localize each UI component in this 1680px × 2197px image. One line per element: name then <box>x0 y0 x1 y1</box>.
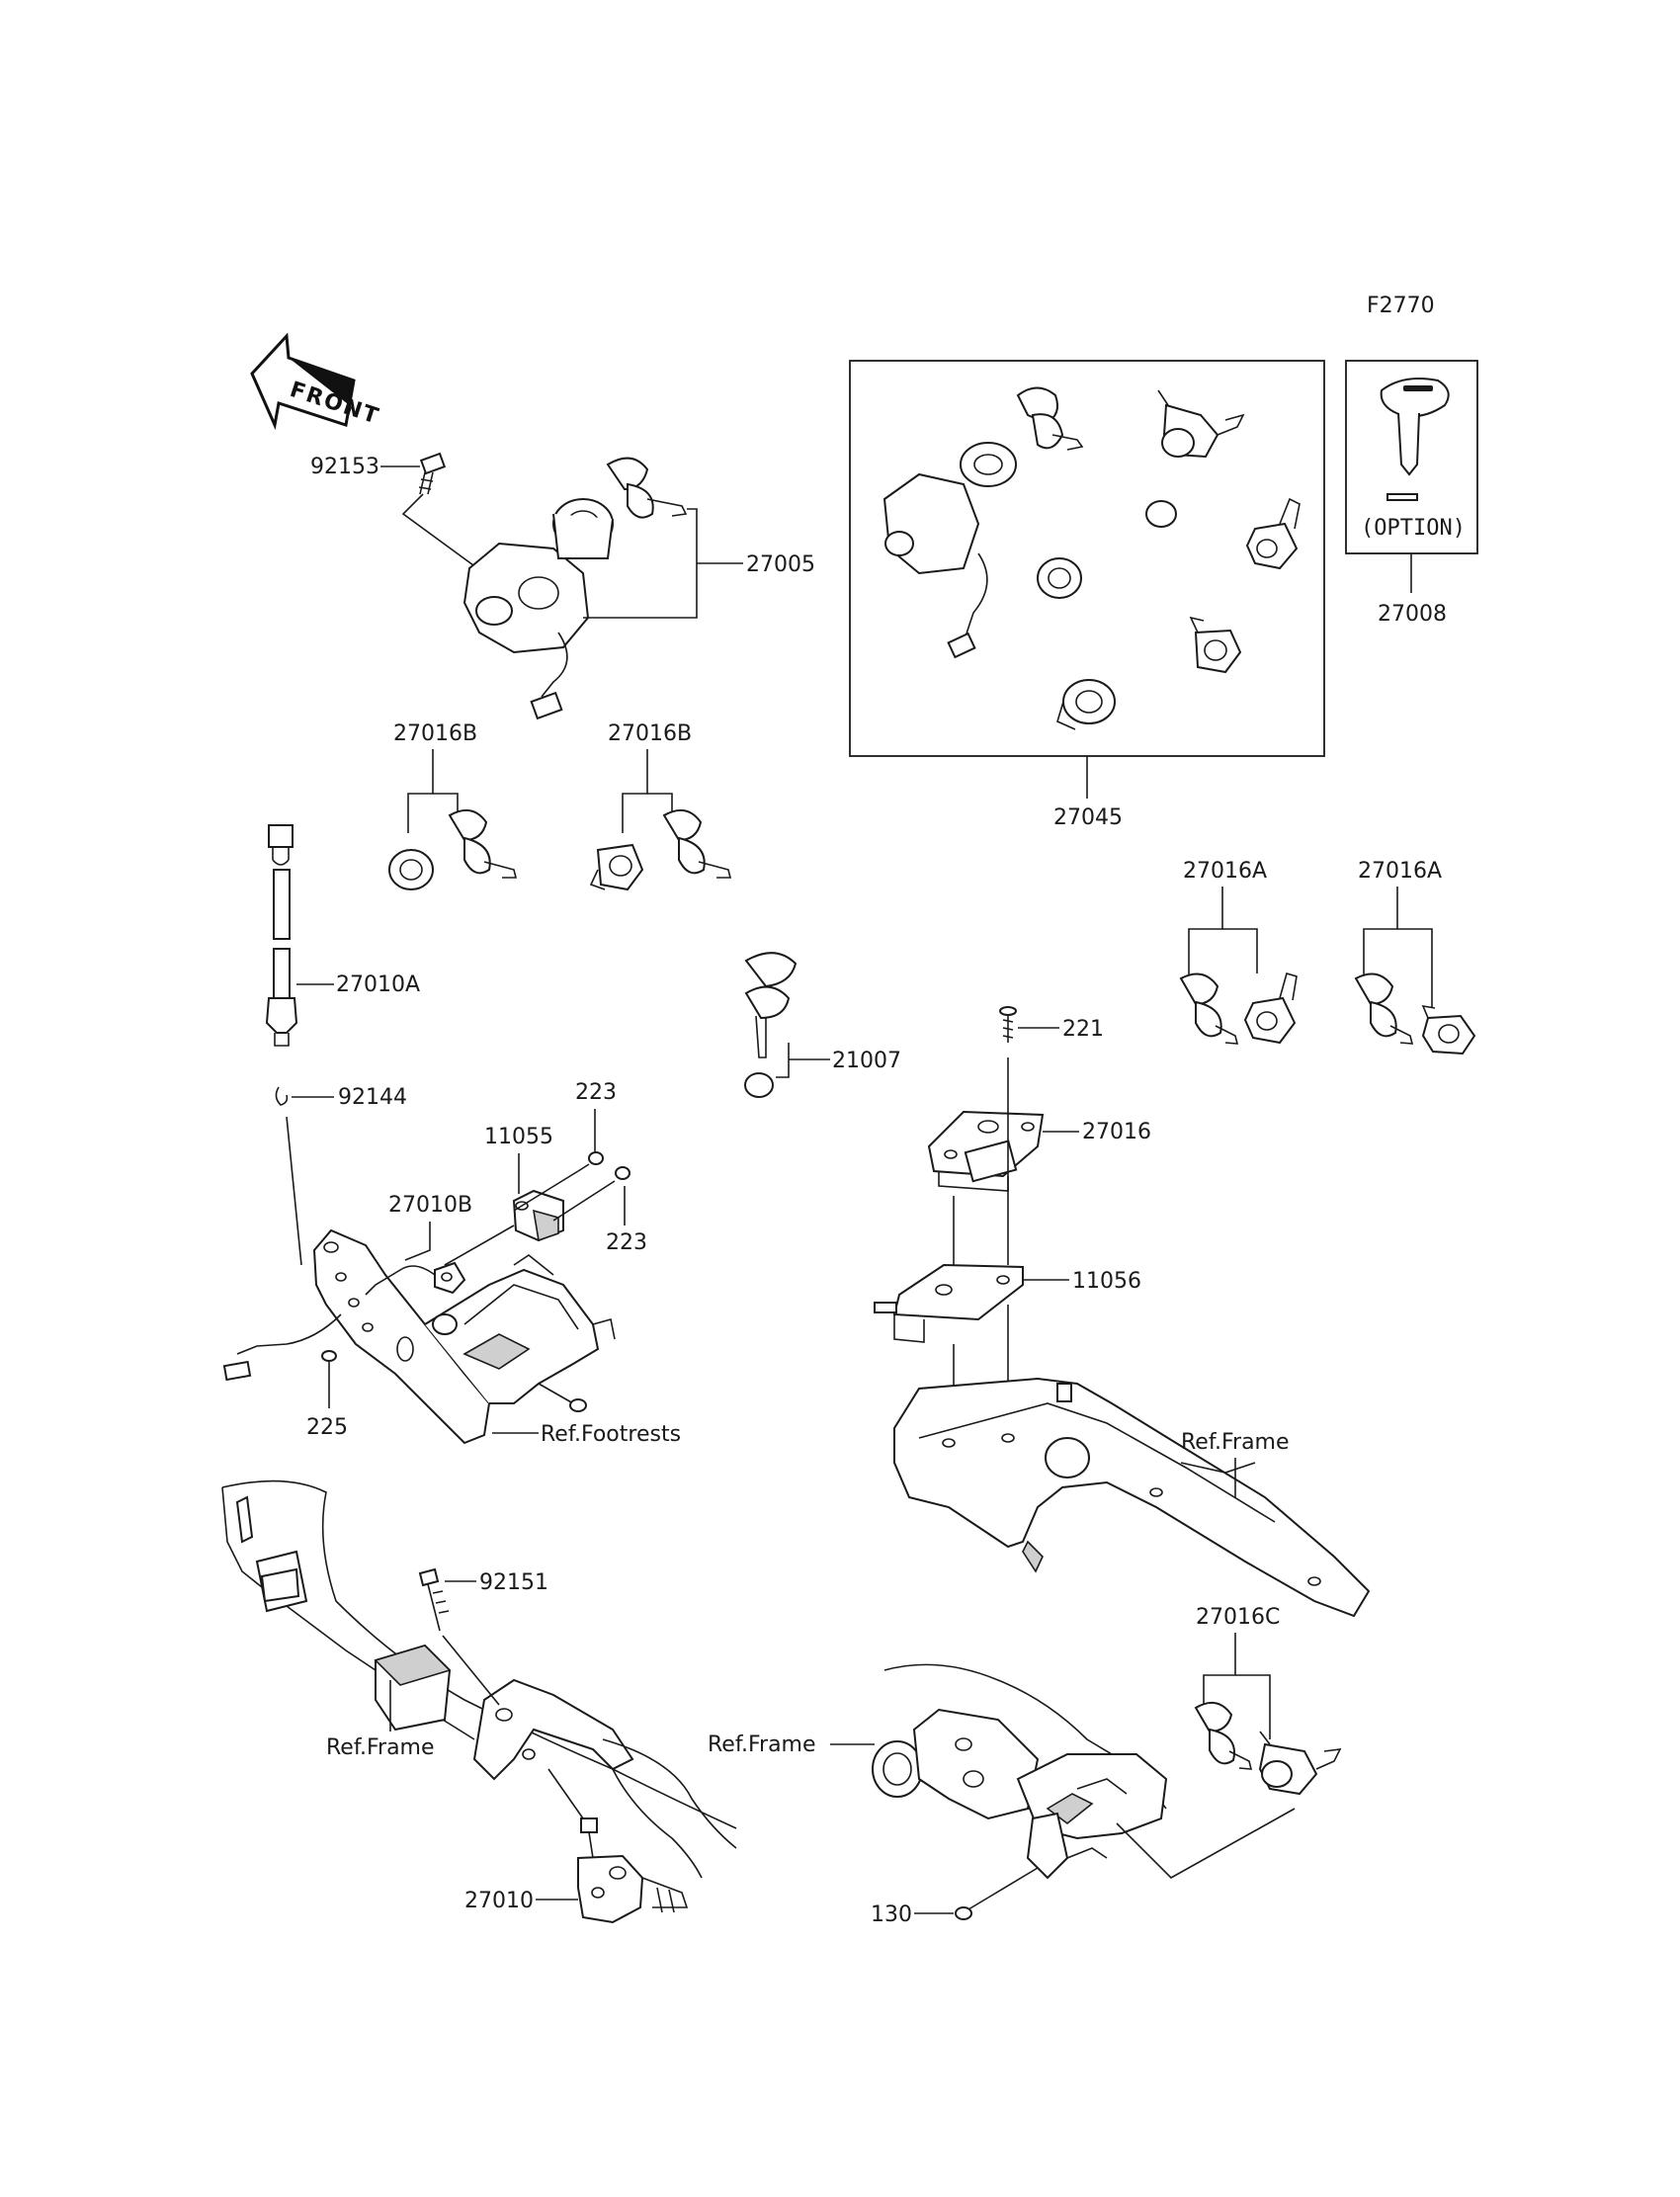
sensor-27010b-illustration <box>365 1261 466 1296</box>
part-label-27005: 27005 <box>746 552 815 577</box>
wire-harness-27010b-illustration <box>222 1313 342 1382</box>
part-label-92153: 92153 <box>310 455 379 479</box>
switch-27010-illustration <box>577 1817 689 1924</box>
part-label-27016a-2: 27016A <box>1358 859 1442 884</box>
key-27016a-2-illustration <box>1354 972 1414 1045</box>
part-label-27016a-1: 27016A <box>1183 859 1267 884</box>
part-label-11055: 11055 <box>484 1125 553 1149</box>
kit-key-illustration <box>1016 386 1084 451</box>
cylinder-27016b-2-illustration <box>589 843 644 891</box>
part-label-27016b-2: 27016B <box>608 721 692 746</box>
footrest-bracket-illustration <box>312 1228 616 1445</box>
part-label-27016b-1: 27016B <box>393 721 477 746</box>
part-label-21007: 21007 <box>832 1049 901 1073</box>
lower-right-frame-illustration <box>872 1663 1168 1880</box>
part-label-92151: 92151 <box>479 1570 548 1595</box>
part-label-27010: 27010 <box>464 1889 534 1913</box>
key-icon <box>1380 378 1450 501</box>
ref-frame-label-3: Ref.Frame <box>708 1732 816 1757</box>
rear-frame-illustration <box>893 1377 1371 1618</box>
kit-ignition-switch-illustration <box>882 442 1017 659</box>
part-label-130: 130 <box>871 1902 912 1927</box>
kit-cylinder-illustration-3 <box>1056 679 1116 730</box>
part-label-27016c: 27016C <box>1196 1605 1280 1630</box>
front-arrow-icon: FRONT <box>250 332 382 431</box>
lock-bracket-27016-illustration <box>927 1110 1045 1192</box>
cylinder-27016b-1-illustration <box>388 849 434 890</box>
part-label-27010b: 27010B <box>388 1193 472 1218</box>
kit-seat-lock-illustration <box>1157 389 1245 459</box>
key-27016a-1-illustration <box>1179 972 1239 1045</box>
part-label-27008: 27008 <box>1378 602 1447 627</box>
screw-223-2-illustration <box>615 1166 630 1180</box>
key-27016b-2-illustration <box>662 808 732 879</box>
bolt-225-illustration <box>321 1350 337 1408</box>
key-27005-illustration <box>606 457 688 519</box>
part-label-225: 225 <box>306 1415 348 1440</box>
figure-code: F2770 <box>1367 294 1435 318</box>
part-label-27016: 27016 <box>1082 1120 1151 1144</box>
cylinder-27016a-2-illustration <box>1421 1004 1476 1056</box>
part-label-223-1: 223 <box>575 1080 617 1105</box>
helmet-lock-27016a-1-illustration <box>1243 972 1298 1045</box>
switch-27010a-illustration <box>265 824 298 1047</box>
kit-cylinder-illustration-2 <box>1189 616 1242 674</box>
bracket-11055-illustration <box>512 1189 564 1242</box>
ref-frame-label-1: Ref.Frame <box>1181 1430 1290 1455</box>
clip-92144-illustration <box>275 1086 289 1106</box>
ref-frame-label-2: Ref.Frame <box>326 1735 435 1760</box>
ref-footrests-label: Ref.Footrests <box>541 1422 681 1447</box>
kit-helmet-lock-illustration <box>1245 497 1301 570</box>
option-label: (OPTION) <box>1361 516 1466 541</box>
lower-left-frame-illustration <box>221 1479 737 1879</box>
kit-cylinder-illustration-1 <box>1037 557 1082 599</box>
part-label-27045: 27045 <box>1053 805 1123 830</box>
key-set-21007-illustration <box>744 952 798 1098</box>
screw-223-1-illustration <box>577 1151 604 1172</box>
screw-130-illustration <box>955 1897 989 1920</box>
kit-cap-illustration <box>1145 500 1177 528</box>
key-27016c-illustration <box>1194 1701 1253 1770</box>
part-label-27010a: 27010A <box>336 972 420 997</box>
part-label-221: 221 <box>1062 1017 1104 1042</box>
key-27016b-1-illustration <box>448 808 518 879</box>
part-label-223-2: 223 <box>606 1230 647 1255</box>
part-label-92144: 92144 <box>338 1085 407 1110</box>
screw-221-illustration <box>999 1006 1017 1043</box>
plate-11056-illustration <box>874 1263 1024 1343</box>
ignition-switch-27005-illustration <box>462 498 614 720</box>
part-label-11056: 11056 <box>1072 1269 1141 1294</box>
screw-92153-illustration <box>418 452 447 495</box>
bolt-92151-illustration <box>418 1567 450 1632</box>
seat-lock-27016c-illustration <box>1258 1731 1342 1796</box>
